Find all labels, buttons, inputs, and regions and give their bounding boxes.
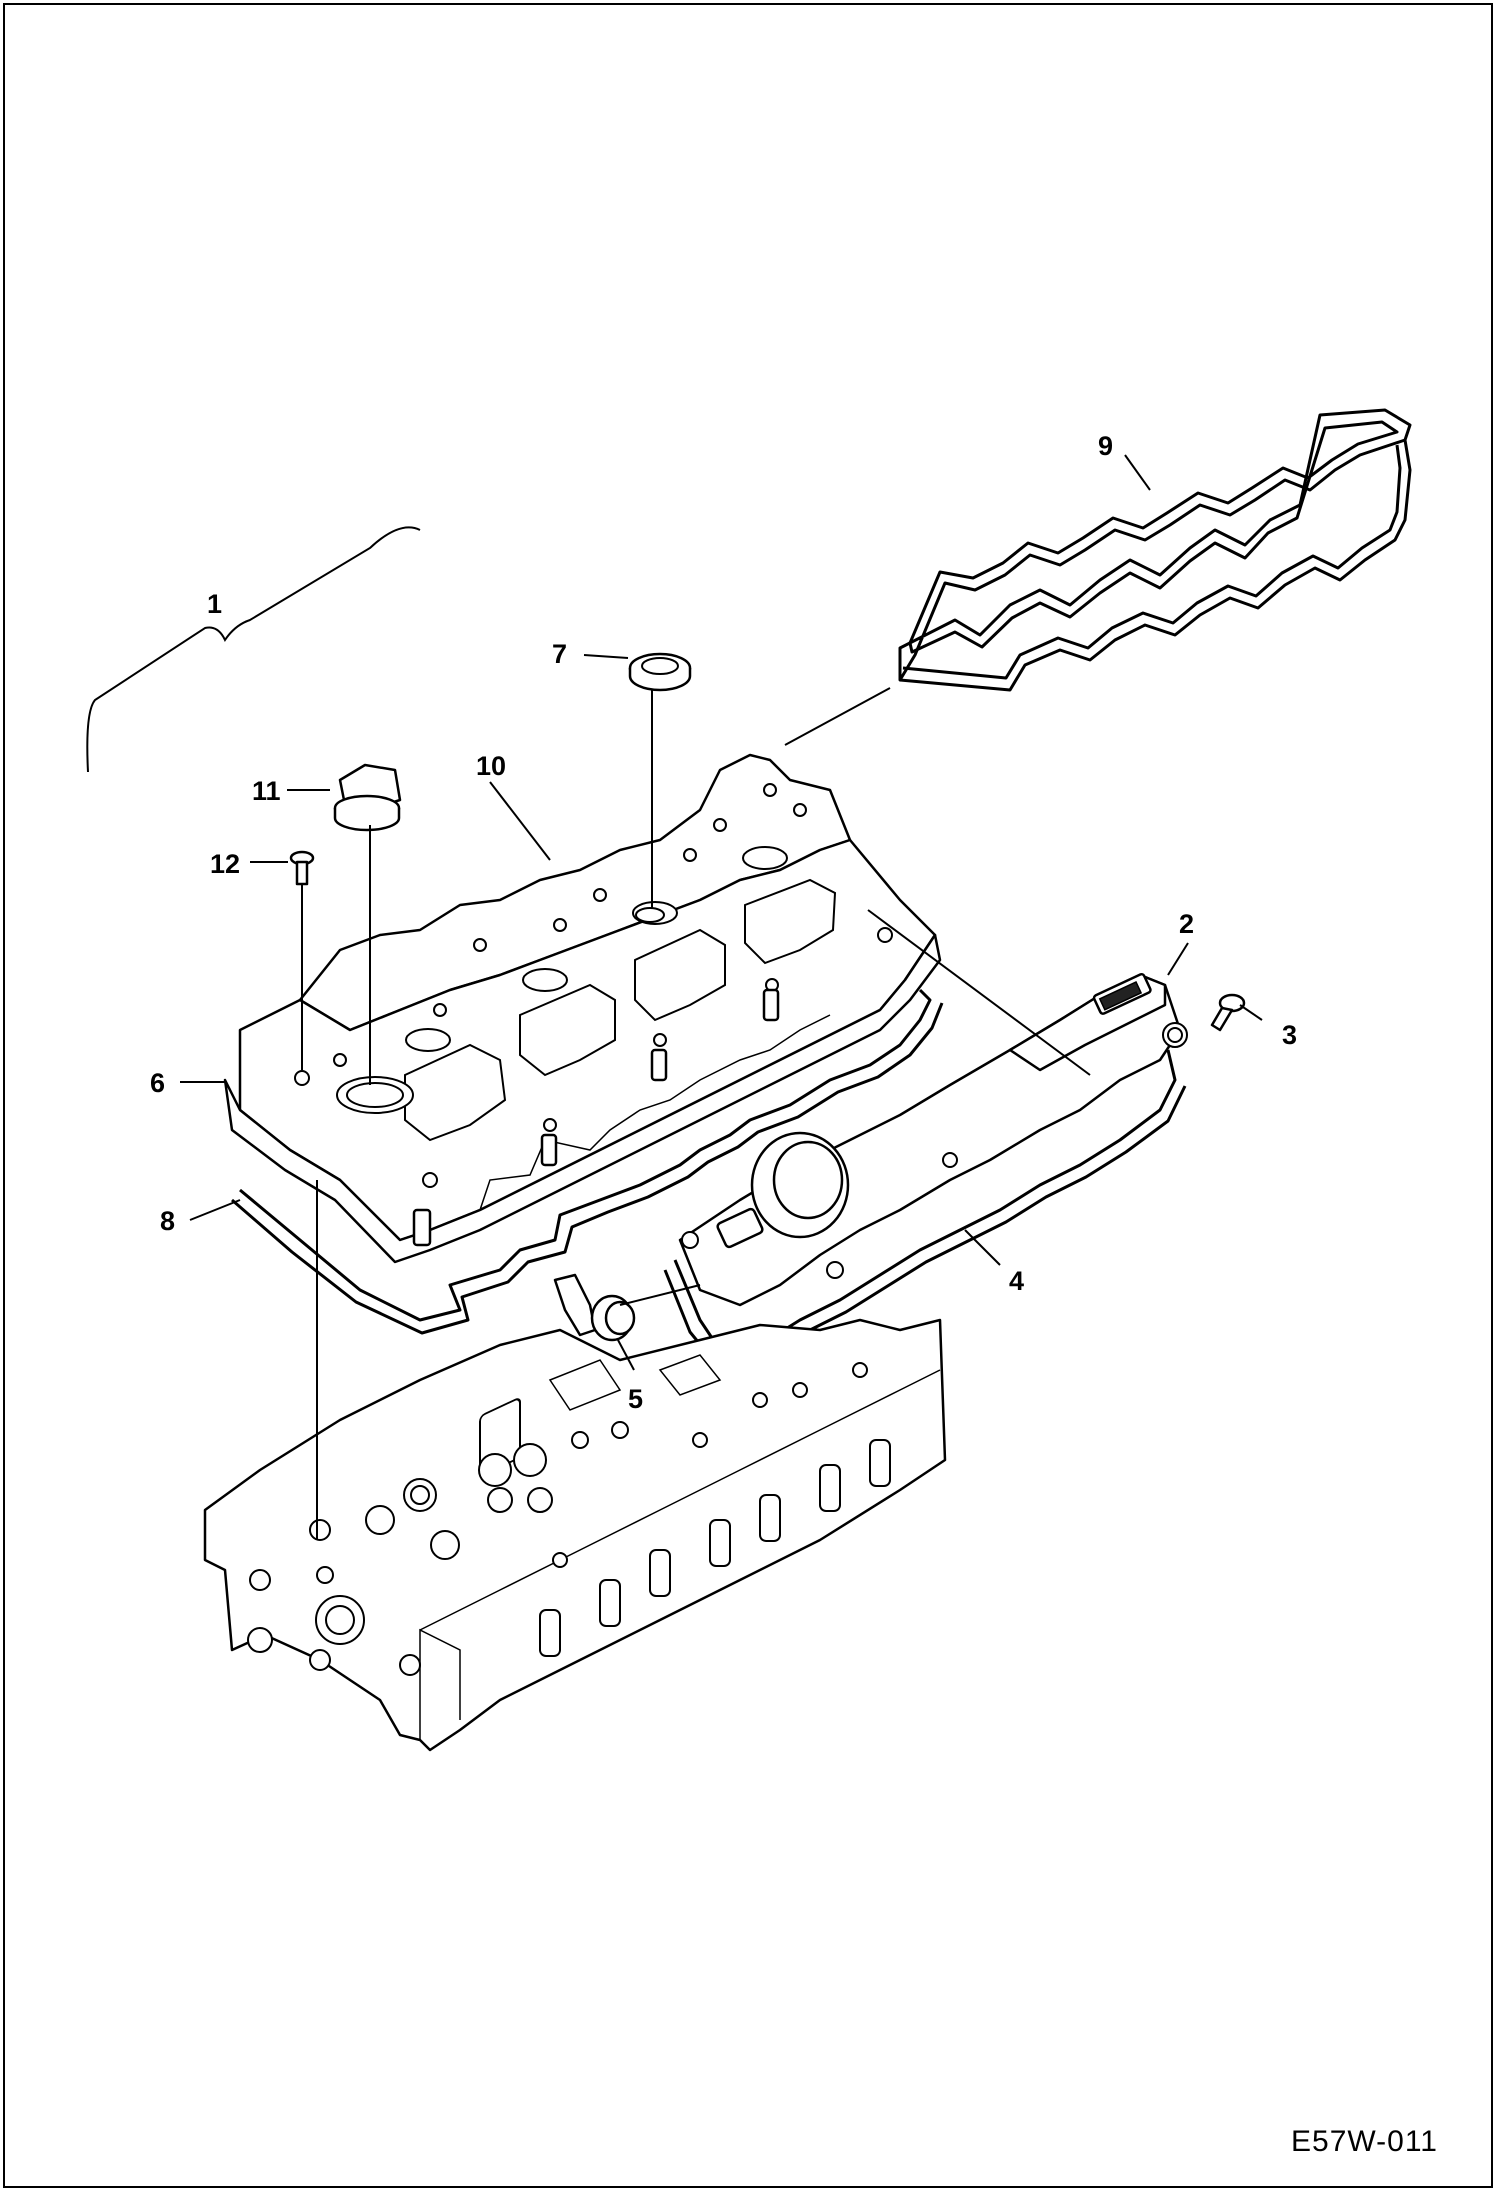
callout-3: 3: [1282, 1020, 1297, 1050]
callout-2: 2: [1179, 909, 1194, 939]
cylinder-head: [203, 1318, 947, 1752]
seal-ring-part-7: [628, 652, 692, 692]
figure-code: E57W-011: [1291, 2125, 1438, 2158]
callout-4: 4: [1009, 1266, 1024, 1296]
top-gasket-part-9: [898, 408, 1412, 692]
leader-5: [617, 1339, 635, 1371]
leader-5-align: [619, 1284, 701, 1306]
filler-cap-part-11: [333, 763, 402, 832]
elbow-fitting-part-5: [553, 1273, 636, 1342]
screw-part-3: [1210, 993, 1246, 1032]
leader-9: [1124, 454, 1151, 491]
leader-3: [1239, 1004, 1263, 1021]
valve-cover-part-10: [223, 753, 942, 1264]
callout-8: 8: [160, 1206, 175, 1236]
leader-lines: [86, 454, 1263, 1540]
breather-housing-part-2: [678, 972, 1188, 1307]
callout-6: 6: [150, 1068, 165, 1098]
leader-2: [1167, 942, 1189, 976]
callout-9: 9: [1098, 431, 1113, 461]
leader-10: [489, 781, 551, 861]
leader-4: [964, 1229, 1001, 1266]
callout-7: 7: [552, 639, 567, 669]
leader-7: [583, 654, 629, 659]
drawing-frame: [3, 3, 1493, 2188]
leader-9b: [784, 687, 891, 746]
callout-5: 5: [628, 1384, 643, 1414]
cover-gasket-part-8: [231, 988, 944, 1335]
bolt-part-12: [289, 850, 315, 886]
leader-8: [189, 1199, 241, 1221]
leader-2-align: [867, 909, 1091, 1076]
callout-11: 11: [252, 776, 281, 806]
bracket-part-1: [86, 526, 421, 773]
callout-1: 1: [207, 589, 222, 619]
callout-12: 12: [210, 849, 240, 879]
callout-labels: 1 2 3 4 5 6 7 8 9 10 11 12: [150, 431, 1297, 1414]
callout-10: 10: [476, 751, 506, 781]
